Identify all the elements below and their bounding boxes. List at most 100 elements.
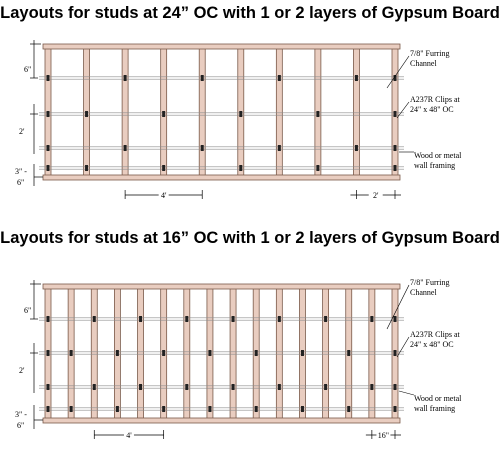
clip-marker (139, 384, 143, 390)
top-plate (42, 43, 401, 50)
dimension-middle: 2' (19, 366, 25, 375)
dimension-label-bg (123, 431, 134, 439)
label-clips-2: 24" x 48" OC (410, 105, 454, 114)
clip-marker (46, 384, 50, 390)
dimension-bottom-1: 3" - (15, 167, 27, 176)
clip-marker (92, 384, 96, 390)
clip-marker (162, 350, 166, 356)
clip-marker (46, 145, 50, 151)
clip-marker (324, 384, 328, 390)
dimension-stud-spacing: 2' (373, 191, 379, 200)
wall-stud (275, 287, 283, 420)
clip-marker (46, 75, 50, 81)
wall-stud (198, 47, 206, 177)
diagram-title-24oc: Layouts for studs at 24” OC with 1 or 2 … (0, 4, 500, 22)
label-framing-2: wall framing (414, 404, 455, 413)
clip-marker (162, 165, 166, 171)
label-furring-1: 7/8" Furring (410, 49, 450, 58)
clip-marker (69, 350, 73, 356)
wall-stud (229, 287, 237, 420)
leader-line (398, 390, 415, 396)
leader-line (386, 284, 410, 330)
dimension-clip-spacing: 4' (161, 191, 167, 200)
clip-marker (393, 384, 397, 390)
clip-marker (85, 165, 89, 171)
clip-marker (162, 406, 166, 412)
clip-marker (115, 350, 119, 356)
wall-stud (183, 287, 191, 420)
dimension-label-bg (158, 191, 169, 199)
wall-stud (90, 287, 98, 420)
wall-stud (322, 287, 330, 420)
clip-marker (324, 316, 328, 322)
dimension-top-offset: 6" (24, 306, 31, 315)
bottom-plate (42, 174, 401, 181)
clip-marker (393, 406, 397, 412)
clip-marker (393, 145, 397, 151)
leader-line (396, 101, 410, 119)
label-framing-1: Wood or metal (414, 394, 462, 403)
clip-marker (46, 316, 50, 322)
clip-marker (92, 316, 96, 322)
clip-marker (393, 165, 397, 171)
wall-stud (275, 47, 283, 177)
clip-marker (46, 165, 50, 171)
clip-marker (200, 75, 204, 81)
leader-line (396, 336, 410, 358)
clip-marker (208, 406, 212, 412)
clip-marker (123, 145, 127, 151)
clip-marker (208, 350, 212, 356)
label-furring-2: Channel (410, 288, 437, 297)
clip-marker (185, 384, 189, 390)
clip-marker (393, 111, 397, 117)
clip-marker (239, 165, 243, 171)
label-furring-1: 7/8" Furring (410, 278, 450, 287)
wall-stud (137, 287, 144, 420)
wall-stud (353, 47, 360, 177)
clip-marker (254, 406, 258, 412)
bottom-plate (42, 417, 401, 424)
clip-marker (393, 350, 397, 356)
clip-marker (231, 384, 235, 390)
clip-marker (277, 384, 281, 390)
label-clips-2: 24" x 48" OC (410, 340, 454, 349)
clip-marker (139, 316, 143, 322)
label-clips-1: A237R Clips at (410, 330, 461, 339)
clip-marker (46, 406, 50, 412)
clip-marker (69, 406, 73, 412)
clip-marker (393, 316, 397, 322)
dimension-bottom-1: 3" - (15, 410, 27, 419)
clip-marker (185, 316, 189, 322)
dimension-clip-spacing: 4' (126, 431, 132, 440)
wall-stud (368, 287, 376, 420)
clip-marker (393, 75, 397, 81)
dimension-bottom-2: 6" (17, 421, 24, 430)
clip-marker (277, 75, 281, 81)
clip-marker (123, 75, 127, 81)
framing-diagram-16oc: 6" 2' 3" - 6" 4' 16" 7/8" FurringChannelA237R … (15, 278, 462, 440)
dimension-stud-spacing: 16" (378, 431, 389, 440)
clip-marker (354, 75, 358, 81)
clip-marker (231, 316, 235, 322)
clip-marker (370, 384, 374, 390)
clip-marker (239, 111, 243, 117)
clip-marker (300, 406, 304, 412)
clip-marker (254, 350, 258, 356)
clip-marker (316, 165, 320, 171)
clip-marker (46, 350, 50, 356)
clip-marker (115, 406, 119, 412)
label-furring-2: Channel (410, 59, 437, 68)
diagram-title-16oc: Layouts for studs at 16” OC with 1 or 2 … (0, 229, 500, 247)
wall-stud (121, 47, 129, 177)
clip-marker (85, 111, 89, 117)
clip-marker (316, 111, 320, 117)
clip-marker (347, 350, 351, 356)
label-clips-1: A237R Clips at (410, 95, 461, 104)
top-plate (42, 283, 401, 290)
clip-marker (347, 406, 351, 412)
dimension-bottom-2: 6" (17, 178, 24, 187)
clip-marker (162, 111, 166, 117)
leader-line (386, 55, 410, 89)
clip-marker (370, 316, 374, 322)
